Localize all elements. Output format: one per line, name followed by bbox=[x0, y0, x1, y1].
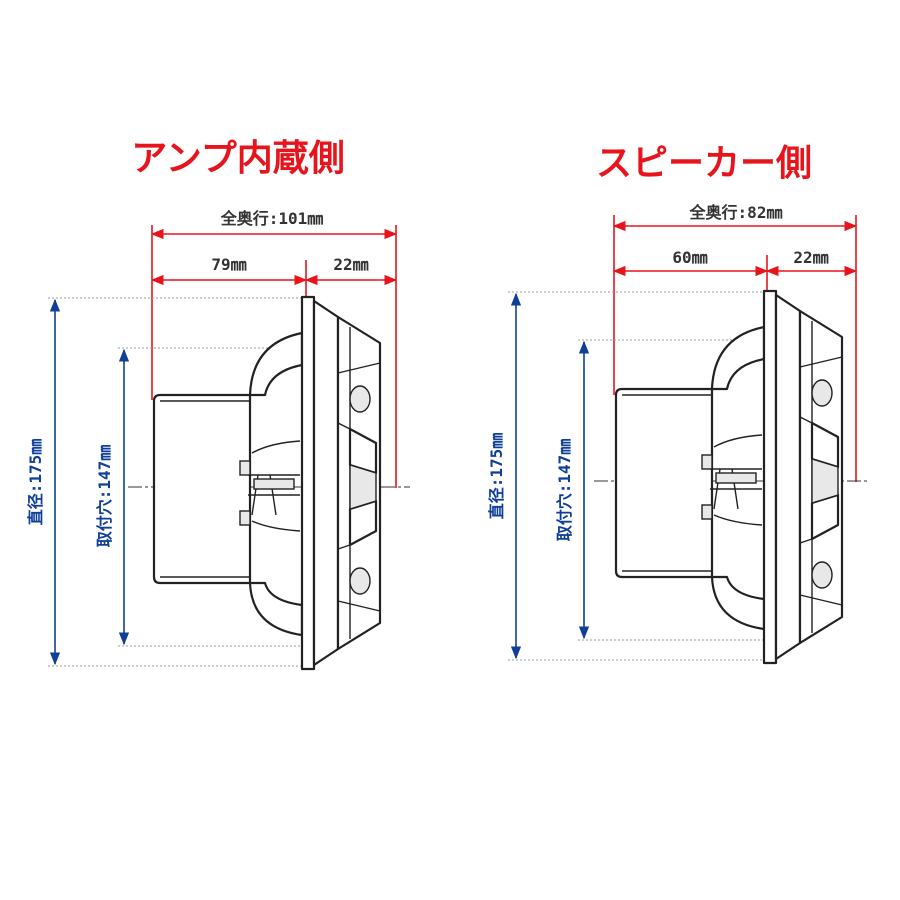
total-depth-label: 全奥行:82㎜ bbox=[689, 203, 783, 222]
mount-hole-label: 取付穴:147㎜ bbox=[555, 439, 574, 542]
mount-hole-label: 取付穴:147㎜ bbox=[95, 445, 114, 548]
total-depth-label: 全奥行:101㎜ bbox=[220, 209, 324, 228]
panel-amp-side: アンプ内蔵側 全奥行:101㎜ 79㎜ 22㎜ 直径:175㎜ 取付穴:147㎜ bbox=[26, 138, 410, 671]
panel-speaker-side: スピーカー側 全奥行:82㎜ 60㎜ 22㎜ 直径:175㎜ 取付穴:147㎜ bbox=[487, 143, 870, 665]
depth-a-label: 60㎜ bbox=[672, 248, 707, 267]
diameter-label: 直径:175㎜ bbox=[26, 439, 45, 526]
speaker-side-view bbox=[614, 289, 844, 665]
panel-title: スピーカー側 bbox=[596, 143, 812, 184]
depth-b-label: 22㎜ bbox=[793, 248, 828, 267]
panel-title: アンプ内蔵側 bbox=[131, 138, 344, 179]
depth-b-label: 22㎜ bbox=[333, 255, 368, 274]
diameter-label: 直径:175㎜ bbox=[487, 433, 506, 520]
depth-a-label: 79㎜ bbox=[211, 255, 246, 274]
speaker-side-view bbox=[152, 295, 382, 671]
